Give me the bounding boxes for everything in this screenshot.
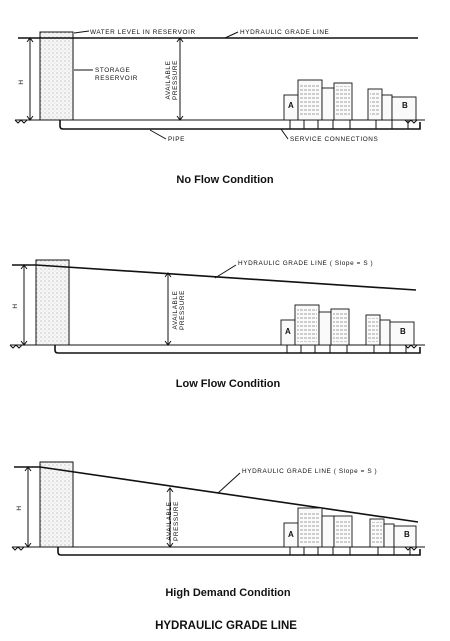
h-label: H: [12, 303, 19, 308]
pressure-label: PRESSURE: [179, 290, 186, 330]
h-label: H: [16, 505, 23, 510]
h-dimension: H: [18, 37, 34, 121]
panel-no-flow: H AVAILABLE PRESSURE WATER LEVEL IN RESE…: [14, 29, 425, 186]
panel-low-flow: H AVAILABLE PRESSURE HYDRAULIC GRADE LIN…: [9, 259, 425, 390]
h-label: H: [18, 79, 25, 84]
service-connections: [289, 547, 411, 555]
available-label: AVAILABLE: [166, 502, 173, 541]
hgl-slope-label: HYDRAULIC GRADE LINE ( Slope = S ): [238, 260, 373, 267]
pipe-label: PIPE: [168, 136, 185, 143]
pressure-label: PRESSURE: [172, 60, 179, 100]
caption-low-flow: Low Flow Condition: [176, 378, 281, 390]
panel-high-demand: H AVAILABLE PRESSURE HYDRAULIC GRADE LIN…: [11, 461, 425, 599]
hydraulic-grade-line: [35, 264, 417, 291]
pressure-label: PRESSURE: [173, 501, 180, 541]
figure-title: HYDRAULIC GRADE LINE: [155, 620, 297, 632]
available-pressure-arrow: AVAILABLE PRESSURE: [164, 272, 186, 346]
hgl-slope-label: HYDRAULIC GRADE LINE ( Slope = S ): [242, 468, 377, 475]
building-a-label: A: [285, 327, 291, 336]
pipe: [57, 547, 421, 556]
building-group: A B: [283, 507, 417, 548]
storage-reservoir: [39, 461, 74, 548]
available-label: AVAILABLE: [172, 291, 179, 330]
hgl-label: HYDRAULIC GRADE LINE: [240, 29, 329, 36]
building-b-label: B: [404, 530, 410, 539]
h-dimension: H: [12, 264, 28, 346]
service-connections: [289, 120, 409, 129]
pipe: [54, 345, 421, 354]
building-group: A B: [280, 304, 415, 346]
storage-label: STORAGE: [95, 67, 130, 74]
hydraulic-grade-line: [39, 466, 419, 523]
pipe: [59, 120, 421, 130]
caption-high-demand: High Demand Condition: [165, 587, 291, 599]
reservoir-label: RESERVOIR: [95, 75, 138, 82]
water-level-label: WATER LEVEL IN RESERVOIR: [90, 29, 196, 36]
available-label: AVAILABLE: [165, 61, 172, 100]
available-pressure-arrow: AVAILABLE PRESSURE: [165, 37, 184, 121]
storage-reservoir: [35, 259, 70, 346]
building-a-label: A: [288, 530, 294, 539]
building-b-label: B: [400, 327, 406, 336]
storage-reservoir: [39, 31, 74, 121]
building-group: A B: [283, 79, 417, 121]
service-connections: [286, 345, 407, 353]
service-connections-label: SERVICE CONNECTIONS: [290, 136, 378, 143]
building-b-label: B: [402, 101, 408, 110]
available-pressure-arrow: AVAILABLE PRESSURE: [166, 487, 180, 548]
h-dimension: H: [16, 466, 32, 548]
building-a-label: A: [288, 101, 294, 110]
caption-no-flow: No Flow Condition: [176, 174, 273, 186]
